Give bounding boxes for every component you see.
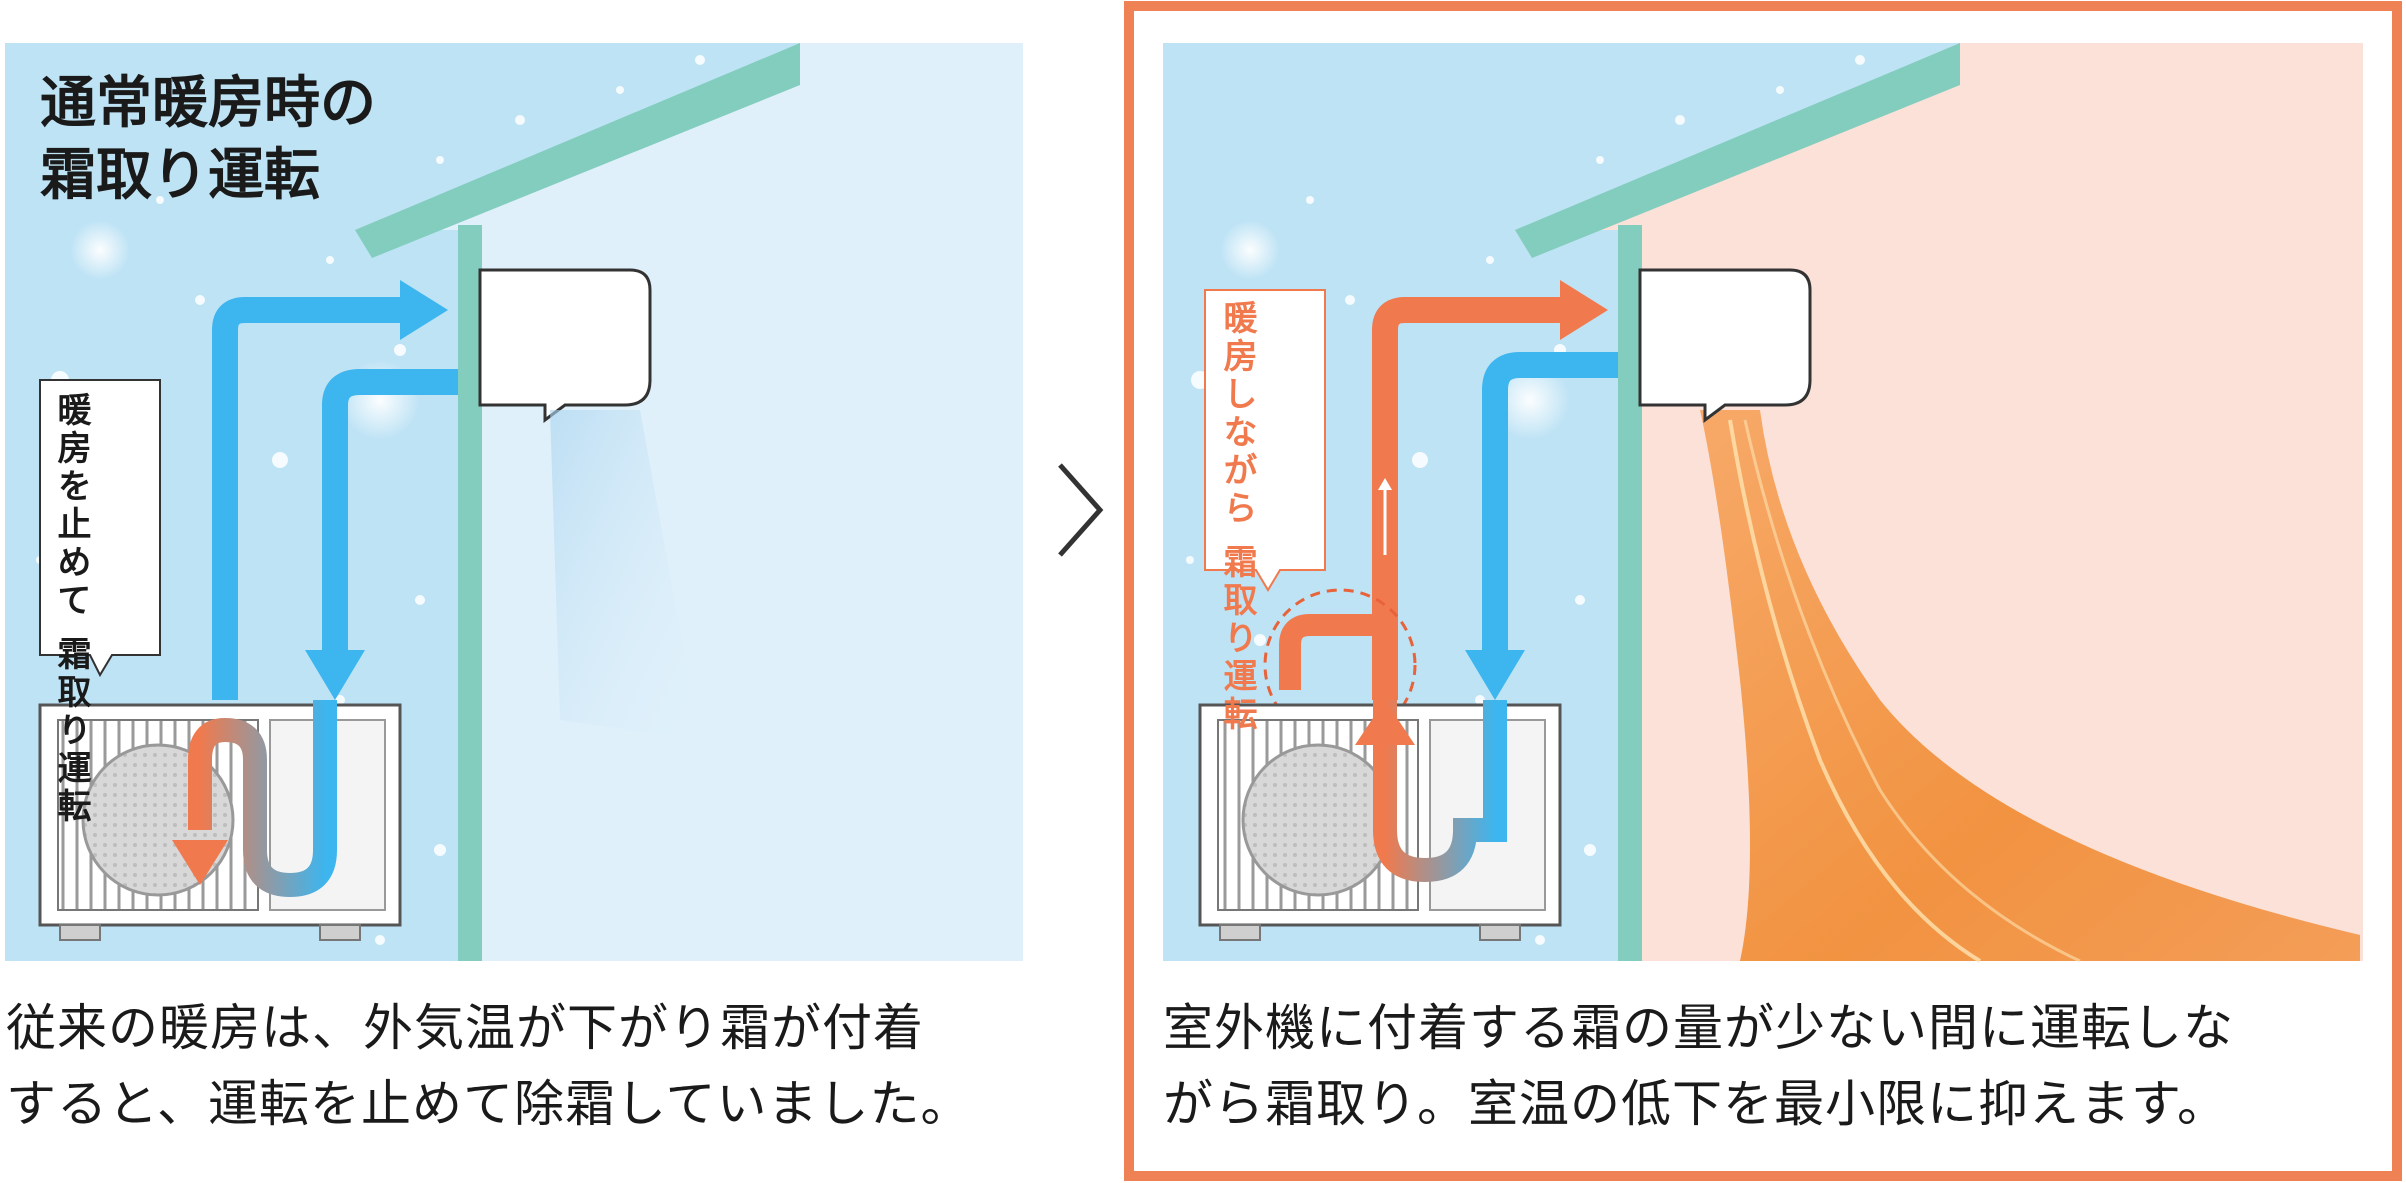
right-callout-bubble	[1204, 289, 1326, 592]
left-title-line1: 通常暖房時の	[40, 71, 376, 136]
right-loop-pipe	[1373, 700, 1507, 883]
right-caption-line1: 室外機に付着する霜の量が少ない間に運転しな	[1163, 999, 2234, 1057]
right-house-wall	[1618, 225, 1642, 961]
right-caption: 室外機に付着する霜の量が少ない間に運転しな がら霜取り。室温の低下を最小限に抑え…	[1163, 990, 2234, 1142]
left-arrow-down	[305, 650, 365, 700]
left-callout-line1: 暖房を止めて	[51, 392, 91, 620]
left-house-wall	[458, 225, 482, 961]
left-loop-pipe	[188, 700, 337, 898]
right-scene	[1163, 43, 2363, 963]
left-title: 通常暖房時の 霜取り運転	[40, 68, 376, 212]
left-caption-line2: すると、運転を止めて除霜していました。	[6, 1075, 972, 1133]
right-pipe-down	[1482, 352, 1618, 660]
right-pipe-up	[1372, 297, 1570, 700]
right-bypass-highlight-circle	[1263, 588, 1417, 742]
left-pipe-up	[212, 297, 410, 700]
left-caption: 従来の暖房は、外気温が下がり霜が付着 すると、運転を止めて除霜していました。	[6, 990, 972, 1142]
right-arrow-to-indoor	[1560, 280, 1608, 340]
left-arrow-to-indoor	[400, 280, 448, 340]
left-indoor-unit	[478, 268, 652, 423]
left-house-roof	[355, 43, 800, 258]
left-scene	[5, 43, 1023, 961]
right-callout-line1: 暖房しながら	[1217, 300, 1257, 528]
next-arrow-icon	[1058, 463, 1104, 557]
left-cool-air	[550, 410, 700, 740]
left-callout-bubble	[39, 379, 161, 678]
right-heat-arrow-up	[1355, 700, 1415, 745]
left-caption-line1: 従来の暖房は、外気温が下がり霜が付着	[6, 999, 924, 1057]
left-heat-arrow	[172, 840, 228, 885]
left-pipe-down	[322, 369, 458, 660]
right-indoor-unit	[1638, 268, 1812, 423]
right-arrow-down	[1465, 650, 1525, 700]
right-highlight-border	[1124, 1, 2402, 1181]
left-callout-line2: 霜取り運転	[51, 635, 91, 826]
right-caption-line2: がら霜取り。室温の低下を最小限に抑えます。	[1163, 1075, 2228, 1133]
right-house-roof	[1515, 43, 1960, 258]
right-callout-line2: 霜取り運転	[1217, 543, 1257, 734]
left-title-line2: 霜取り運転	[40, 143, 320, 208]
right-bypass-pipe	[1279, 614, 1385, 690]
right-warm-air	[1700, 410, 2360, 961]
left-callout-text: 暖房を止めて 霜取り運転	[44, 392, 98, 826]
right-callout-text: 暖房しながら 霜取り運転	[1210, 300, 1264, 734]
